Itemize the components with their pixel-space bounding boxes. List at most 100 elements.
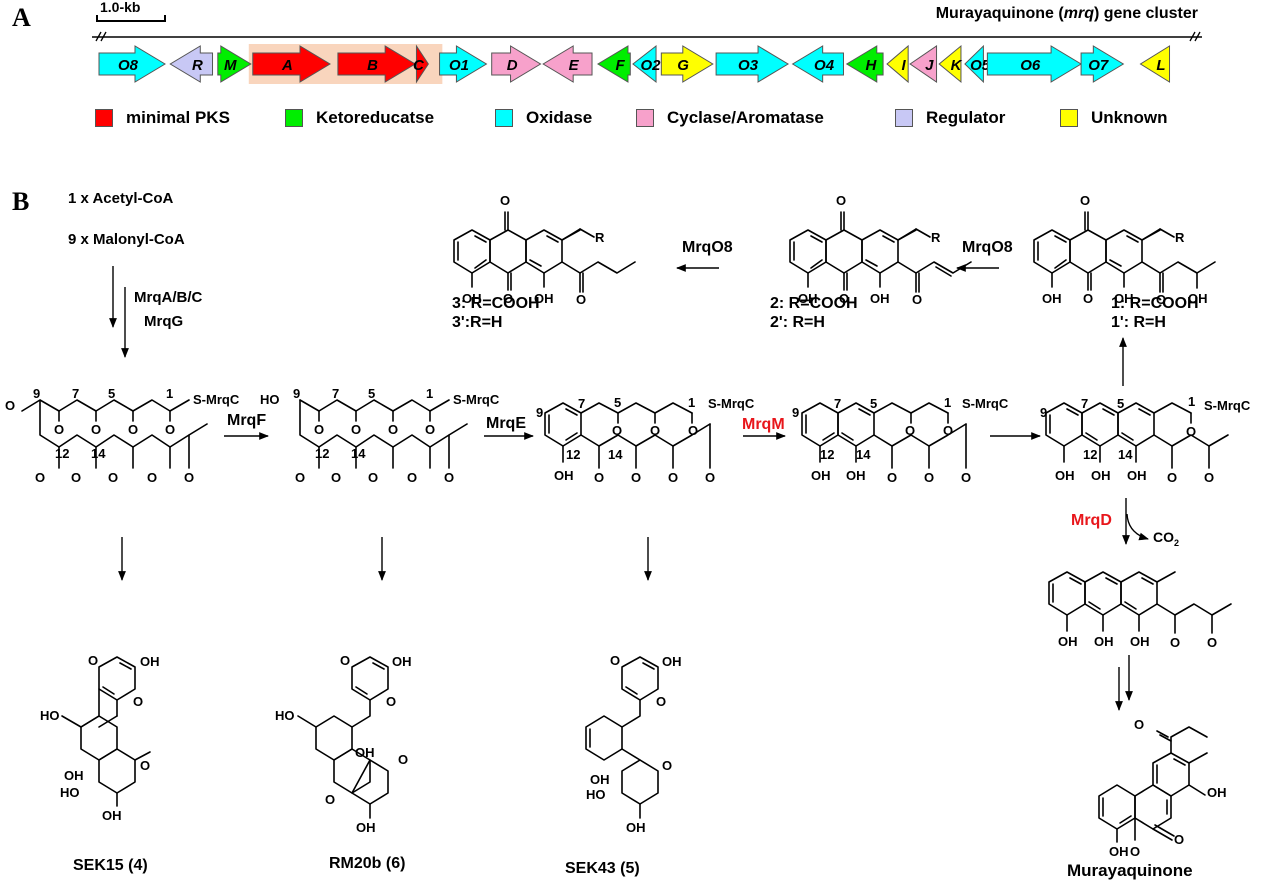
gene-arrow-b: B (337, 45, 417, 83)
atom-o: O (5, 398, 15, 413)
atom-o: O (839, 291, 849, 306)
svg-text:O: O (88, 653, 98, 668)
atom-oh: OH (534, 291, 554, 306)
atom-o: O (912, 292, 922, 307)
gene-shape (252, 45, 331, 83)
compound-rm20b-label: RM20b (6) (329, 855, 406, 872)
legend-label: Unknown (1091, 108, 1168, 127)
gene-shape (660, 45, 714, 83)
svg-text:5: 5 (870, 396, 877, 411)
legend-label: Regulator (926, 108, 1006, 127)
gene-label: M (224, 57, 237, 74)
svg-text:O: O (184, 470, 194, 485)
svg-text:OH: OH (1094, 634, 1114, 649)
svg-text:O: O (1167, 470, 1177, 485)
svg-text:5: 5 (368, 386, 375, 401)
co2-text: CO (1153, 529, 1174, 545)
svg-text:O: O (650, 423, 660, 438)
svg-text:OH: OH (590, 772, 610, 787)
svg-text:OH: OH (626, 820, 646, 835)
gene-shape (439, 45, 488, 83)
enzyme-mrqe: MrqE (486, 415, 526, 432)
atom-o: O (1083, 291, 1093, 306)
substrate-malonyl-coa: 9 x Malonyl-CoA (68, 231, 185, 248)
svg-text:O: O (905, 423, 915, 438)
atom-oh: OH (1188, 291, 1208, 306)
svg-text:O: O (610, 653, 620, 668)
gene-shape (791, 45, 844, 83)
svg-text:O: O (71, 470, 81, 485)
break-mark-right (1189, 31, 1201, 42)
svg-text:O: O (612, 423, 622, 438)
gene-label: O7 (1088, 57, 1109, 74)
compound-sek15-label: SEK15 (4) (73, 857, 148, 874)
enzyme-mrqo8-left: MrqO8 (682, 239, 733, 256)
break-mark-left (95, 31, 107, 42)
atom-o: O (836, 193, 846, 208)
atom-oh: OH (462, 291, 482, 306)
svg-text:5: 5 (1117, 396, 1124, 411)
svg-text:O: O (314, 422, 324, 437)
svg-text:OH: OH (811, 468, 831, 483)
gene-label: O6 (1020, 57, 1041, 74)
svg-text:12: 12 (1083, 447, 1097, 462)
gene-shape (98, 45, 166, 83)
legend-label: Oxidase (526, 108, 593, 127)
svg-text:OH: OH (1091, 468, 1111, 483)
svg-text:14: 14 (91, 446, 106, 461)
gene-label: O5 (970, 57, 991, 74)
svg-text:O: O (35, 470, 45, 485)
atom-oh: OH (870, 291, 890, 306)
legend-label: minimal PKS (126, 108, 230, 127)
gene-arrow-l: L (1139, 45, 1171, 83)
gene-label: G (677, 57, 689, 74)
substrate-acetyl-coa: 1 x Acetyl-CoA (68, 190, 174, 207)
atom-number-9: 9 (33, 386, 40, 401)
atom-o: O (503, 291, 513, 306)
legend-item-reg: Regulator (895, 108, 1005, 128)
svg-text:O: O (668, 470, 678, 485)
gene-arrow-f: F (596, 45, 631, 83)
svg-text:O: O (943, 423, 953, 438)
svg-text:9: 9 (1040, 405, 1047, 420)
gene-shape (217, 45, 252, 83)
gene-arrow-d: D (491, 45, 542, 83)
svg-text:7: 7 (72, 386, 79, 401)
atom-oh: OH (1042, 291, 1062, 306)
svg-text:S-MrqC: S-MrqC (193, 392, 240, 407)
atom-o: O (576, 292, 586, 307)
svg-text:OH: OH (1130, 634, 1150, 649)
svg-text:S-MrqC: S-MrqC (708, 396, 755, 411)
svg-text:OH: OH (140, 654, 160, 669)
enzyme-mrqf: MrqF (227, 412, 267, 429)
svg-text:O: O (1134, 717, 1144, 732)
gene-label: O1 (449, 57, 469, 74)
gene-label: D (507, 57, 518, 74)
svg-text:O: O (705, 470, 715, 485)
atom-r: R (1175, 230, 1185, 245)
gene-label: K (951, 57, 963, 74)
gene-label: E (569, 57, 580, 74)
atom-oh: OH (1114, 291, 1134, 306)
svg-text:O: O (961, 470, 971, 485)
gene-label: O8 (118, 57, 139, 74)
gene-label: R (192, 57, 203, 74)
legend-label: Cyclase/Aromatase (667, 108, 824, 127)
svg-text:12: 12 (55, 446, 69, 461)
gene-label: I (902, 57, 907, 74)
svg-text:12: 12 (566, 447, 580, 462)
svg-text:S-MrqC: S-MrqC (453, 392, 500, 407)
legend-item-cyc: Cyclase/Aromatase (636, 108, 824, 128)
compound-1-label: 1: R=COOH (1111, 295, 1199, 312)
legend-item-unk: Unknown (1060, 108, 1168, 128)
svg-text:OH: OH (355, 745, 375, 760)
gene-arrow-k: K (938, 44, 963, 84)
svg-text:O: O (54, 422, 64, 437)
svg-text:12: 12 (315, 446, 329, 461)
svg-text:HO: HO (275, 708, 295, 723)
compound-2prime-label: 2': R=H (770, 314, 825, 331)
